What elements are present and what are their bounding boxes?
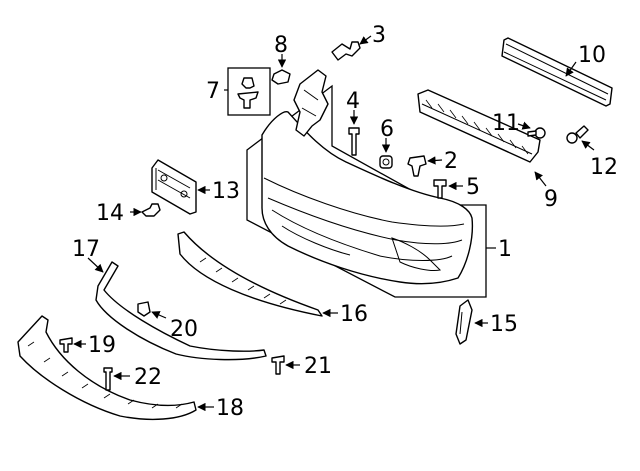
clip-part-20 [137, 301, 151, 317]
callout-5: 5 [466, 175, 480, 200]
callout-2: 2 [444, 149, 458, 174]
push-pin-19 [59, 337, 73, 353]
callout-22: 22 [134, 365, 162, 390]
callout-14: 14 [96, 201, 124, 226]
bolt-part [331, 41, 361, 61]
push-pin-21 [271, 355, 285, 375]
reinforcement-beam [501, 37, 613, 107]
push-pin-part [433, 179, 447, 199]
bumper-bracket [293, 69, 329, 137]
lower-valance [17, 315, 197, 421]
bolt-part-12 [566, 125, 589, 144]
callout-8: 8 [274, 33, 288, 58]
clip-set-part [237, 77, 259, 109]
license-bracket [151, 159, 197, 215]
callout-19: 19 [88, 333, 116, 358]
callout-18: 18 [216, 396, 244, 421]
side-trim [455, 299, 473, 345]
callout-11: 11 [492, 111, 520, 136]
bolt-part-14 [141, 203, 161, 217]
callout-6: 6 [380, 117, 394, 142]
rivet-22 [103, 367, 113, 391]
clip-set-box [227, 67, 271, 116]
callout-17: 17 [72, 237, 100, 262]
callout-20: 20 [170, 317, 198, 342]
front-splitter [95, 261, 267, 361]
nut-part [379, 155, 393, 169]
callout-3: 3 [372, 23, 386, 48]
callout-7: 7 [206, 79, 220, 104]
retainer-clip-part [271, 69, 291, 85]
callout-15: 15 [490, 312, 518, 337]
callout-12: 12 [590, 155, 618, 180]
energy-absorber [417, 89, 541, 163]
lower-grille [177, 231, 323, 317]
bolt-part-long [348, 127, 360, 156]
callout-10: 10 [578, 43, 606, 68]
callout-9: 9 [544, 187, 558, 212]
bolt-part-11 [527, 127, 546, 139]
callout-1: 1 [498, 237, 512, 262]
callout-4: 4 [346, 89, 360, 114]
callout-16: 16 [340, 302, 368, 327]
callout-21: 21 [304, 354, 332, 379]
callout-13: 13 [212, 179, 240, 204]
clip-part [407, 155, 427, 177]
